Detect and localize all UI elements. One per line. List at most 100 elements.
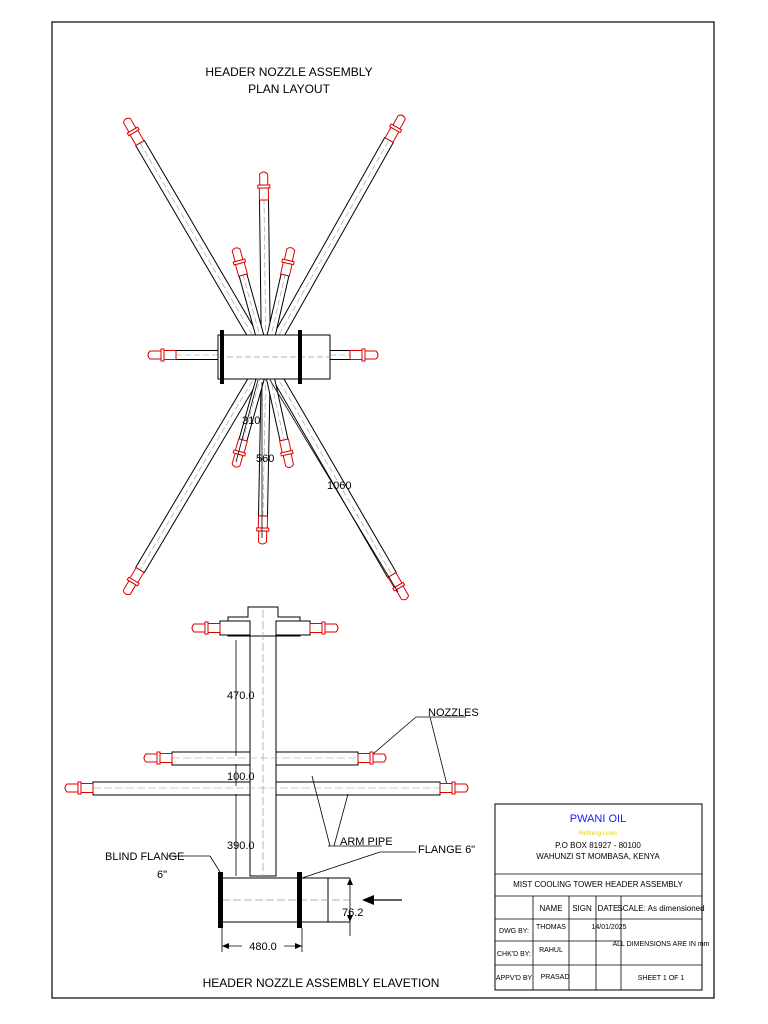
label-blind-flange-line1: BLIND FLANGE xyxy=(105,851,184,863)
plan-arm-pipes xyxy=(135,136,398,579)
plan-arm-right-horizontal xyxy=(329,350,351,360)
elevation-nozzle-long-left xyxy=(64,781,94,795)
label-flange: FLANGE 6" xyxy=(418,844,475,856)
plan-arm-down-left-short-nozzle-tip xyxy=(231,452,244,468)
elevation-dim-100: 100.0 xyxy=(227,771,255,783)
tb-row-appvd-name: PRASAD xyxy=(541,974,570,981)
plan-title-line1: HEADER NOZZLE ASSEMBLY xyxy=(205,65,372,79)
plan-nozzles xyxy=(122,114,410,601)
elevation-nozzle-mid-left xyxy=(143,751,173,765)
elevation-nozzle-long-left-tip xyxy=(64,783,79,793)
blind-flange-leader-diag xyxy=(209,855,221,873)
dim-480-arrow-right xyxy=(295,943,302,949)
plan-dim-310: 310 xyxy=(242,415,260,427)
label-blind-flange-line2: 6" xyxy=(157,869,167,881)
plan-flange-left xyxy=(220,330,224,384)
tb-sheet: SHEET 1 OF 1 xyxy=(638,975,685,982)
plan-arm-upper-right-long-centerline xyxy=(265,139,390,359)
plan-arm-upper-right-long-nozzle-tip xyxy=(392,114,406,130)
elevation-nozzle-top-left-body xyxy=(207,623,221,633)
elevation-nozzle-mid-left-body xyxy=(159,753,173,763)
plan-arm-upper-left-long-nozzle-tip xyxy=(122,117,137,133)
elevation-long-arm-right xyxy=(275,781,441,796)
elevation-mid-arm-left xyxy=(171,751,251,766)
plan-arm-upper-left-long xyxy=(135,139,271,362)
title-block: PWANI OIL Refining Lines P.O BOX 81927 -… xyxy=(494,803,710,991)
plan-arm-up-right-short-nozzle xyxy=(280,247,296,277)
elevation-top-arm-left xyxy=(219,620,251,636)
arm-pipe-leader-2 xyxy=(333,793,349,847)
plan-title-line2: PLAN LAYOUT xyxy=(248,82,330,96)
elevation-dim-470: 470.0 xyxy=(227,690,255,702)
plan-arm-upper-right-long xyxy=(260,136,395,362)
plan-arm-upper-right-long-nozzle xyxy=(384,114,406,143)
label-arm-pipe: ARM PIPE xyxy=(340,836,393,848)
tb-row-dwg-label: DWG BY: xyxy=(499,928,529,935)
plan-arm-upper-left-long-centerline xyxy=(139,142,267,359)
plan-arm-up-left-short-nozzle xyxy=(231,247,248,277)
plan-arm-upper-right-long-outline xyxy=(260,136,395,362)
plan-nozzle-right xyxy=(349,348,379,362)
dim-480-arrow-left xyxy=(222,943,229,949)
plan-arm-upper-left-long-outline xyxy=(135,139,271,362)
plan-nozzle-right-body xyxy=(349,350,363,360)
plan-arm-lower-left-long-nozzle xyxy=(122,567,145,596)
tb-row-dwg-name: THOMAS xyxy=(536,924,566,931)
plan-arm-upper-left-long-nozzle xyxy=(122,117,145,146)
tb-dimensions-note: ALL DIMENSIONS ARE IN mm xyxy=(613,941,710,948)
plan-arm-lower-right-long xyxy=(260,354,398,579)
elevation-nozzle-top-right xyxy=(309,621,339,635)
plan-arm-left-horizontal xyxy=(175,350,219,360)
plan-arm-down-center-nozzle xyxy=(256,515,270,545)
plan-flange-right xyxy=(298,330,302,384)
plan-arm-up-center-centerline xyxy=(263,199,267,359)
plan-arm-up-center-nozzle xyxy=(257,171,271,201)
tb-address-line2: WAHUNZI ST MOMBASA, KENYA xyxy=(536,852,660,861)
elevation-nozzles xyxy=(64,621,469,795)
flow-arrow-head xyxy=(362,895,374,905)
plan-layout-view: 310 560 1060 xyxy=(122,114,410,601)
elevation-nozzle-long-left-body xyxy=(80,783,94,793)
plan-arm-up-left-short-nozzle-tip xyxy=(231,247,244,263)
plan-arm-lower-right-long-outline xyxy=(260,354,398,579)
tb-row-appvd-label: APPV'D BY xyxy=(496,975,533,982)
plan-arm-down-left-short-nozzle xyxy=(231,438,248,468)
elevation-view: 470.0 100.0 390.0 480.0 76.2 NOZZLES ARM… xyxy=(64,606,479,953)
elevation-flange-6 xyxy=(297,872,302,928)
elevation-nozzle-mid-right-body xyxy=(357,753,371,763)
elevation-nozzle-top-right-tip xyxy=(324,623,339,633)
plan-nozzle-left xyxy=(147,348,177,362)
dim-480-mask xyxy=(242,940,284,952)
tb-col-name: NAME xyxy=(539,904,562,913)
dim-76-arrow-bottom xyxy=(347,915,353,922)
plan-arm-down-center-nozzle-tip xyxy=(258,530,268,545)
plan-arm-lower-left-long-centerline xyxy=(139,357,267,571)
elevation-nozzle-long-right xyxy=(439,781,469,795)
tb-row-chk-label: CHK'D BY: xyxy=(497,951,531,958)
plan-nozzle-right-tip xyxy=(364,350,379,360)
sheet-border xyxy=(51,21,715,999)
plan-arm-lower-right-long-nozzle xyxy=(387,572,410,601)
plan-arm-lower-left-long-outline xyxy=(135,354,271,574)
plan-arm-down-right-short-nozzle-tip xyxy=(282,453,295,468)
elevation-title: HEADER NOZZLE ASSEMBLY ELAVETION xyxy=(203,976,440,990)
elevation-blind-flange xyxy=(218,872,223,928)
nozzles-leader-2 xyxy=(429,716,448,786)
elevation-nozzle-top-left xyxy=(191,621,221,635)
title-block-border xyxy=(494,803,703,991)
elevation-top-arm-right xyxy=(275,620,311,636)
elevation-nozzle-top-left-tip xyxy=(191,623,206,633)
plan-arm-down-center-centerline xyxy=(262,357,267,517)
elevation-nozzle-top-right-body xyxy=(309,623,323,633)
tb-col-date: DATE xyxy=(598,904,619,913)
plan-arm-lower-left-long-nozzle-tip xyxy=(122,580,137,596)
tb-scale: SCALE: As dimensioned xyxy=(617,904,704,913)
flange-leader xyxy=(301,851,381,879)
tb-company-name: PWANI OIL xyxy=(570,813,626,825)
tb-company-subtitle: Refining Lines xyxy=(579,831,617,837)
plan-dim-1060: 1060 xyxy=(327,480,351,492)
elevation-mid-arm-right xyxy=(275,751,359,766)
elevation-dim-480: 480.0 xyxy=(249,941,277,953)
plan-arm-up-center-nozzle-tip xyxy=(259,171,269,186)
